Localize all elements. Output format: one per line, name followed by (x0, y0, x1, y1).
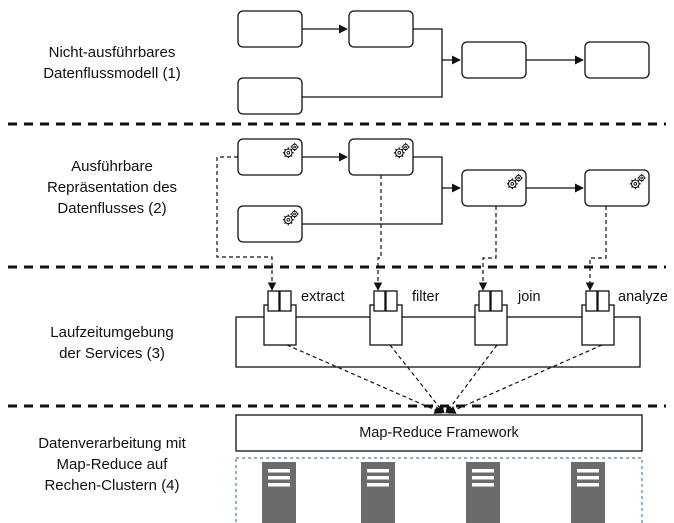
layer-2-label-line: Repräsentation des (46, 179, 178, 196)
compute-cluster (235, 457, 643, 523)
exec-node-source-a (237, 138, 303, 176)
layer-1-label: Nicht-ausführbares Datenflussmodell (1) (12, 42, 212, 84)
service-label-extract: extract (301, 289, 345, 305)
exec-node-join (461, 169, 527, 207)
layer-3-label-line: Laufzeitumgebung (50, 324, 174, 341)
layer-1-edges (302, 24, 584, 98)
layer-2-model (237, 138, 650, 243)
component-icon-filter (369, 290, 403, 346)
exec-node-source-b (237, 205, 303, 243)
server-icons (262, 462, 605, 523)
layer-1-model (237, 10, 650, 115)
layer-4-label-line: Datenverarbeitung mit (38, 435, 186, 452)
exec-node-analyze (584, 169, 650, 207)
layer-3-label-line: der Services (3) (59, 345, 165, 362)
mapping-arrows-2-3 (216, 156, 607, 291)
service-label-join: join (518, 289, 541, 305)
server-icon (571, 462, 605, 523)
component-icon-analyze (581, 290, 615, 346)
model-node-source-a (237, 10, 303, 48)
model-node-join (461, 41, 527, 79)
service-components (263, 290, 615, 346)
component-icon-join (474, 290, 508, 346)
server-icon (262, 462, 296, 523)
map-reduce-framework-box (235, 414, 643, 452)
exec-node-filter (348, 138, 414, 176)
model-node-analyze (584, 41, 650, 79)
map-reduce-framework-label: Map-Reduce Framework (359, 425, 519, 441)
layer-3-label: Laufzeitumgebung der Services (3) (12, 322, 212, 364)
layer-2-edges (302, 152, 584, 225)
layer-1-label-line: Datenflussmodell (1) (43, 65, 181, 82)
server-icon (466, 462, 500, 523)
server-icon (361, 462, 395, 523)
layer-4-label-line: Rechen-Clustern (4) (44, 477, 180, 494)
component-icon-extract (263, 290, 297, 346)
service-label-analyze: analyze (618, 289, 668, 305)
runtime-environment (235, 316, 641, 368)
model-node-filter (348, 10, 414, 48)
service-label-filter: filter (412, 289, 440, 305)
model-node-source-b (237, 77, 303, 115)
layer-4-label: Datenverarbeitung mit Map-Reduce auf Rec… (12, 433, 212, 496)
layer-1-label-line: Nicht-ausführbares (48, 44, 176, 61)
layer-4-label-line: Map-Reduce auf (56, 456, 168, 473)
mapping-arrows-3-4 (286, 344, 603, 414)
layer-2-label: Ausführbare Repräsentation des Datenflus… (12, 156, 212, 219)
layer-2-label-line: Datenflusses (2) (57, 200, 167, 217)
layer-separators (8, 122, 666, 408)
layer-2-label-line: Ausführbare (71, 158, 153, 175)
